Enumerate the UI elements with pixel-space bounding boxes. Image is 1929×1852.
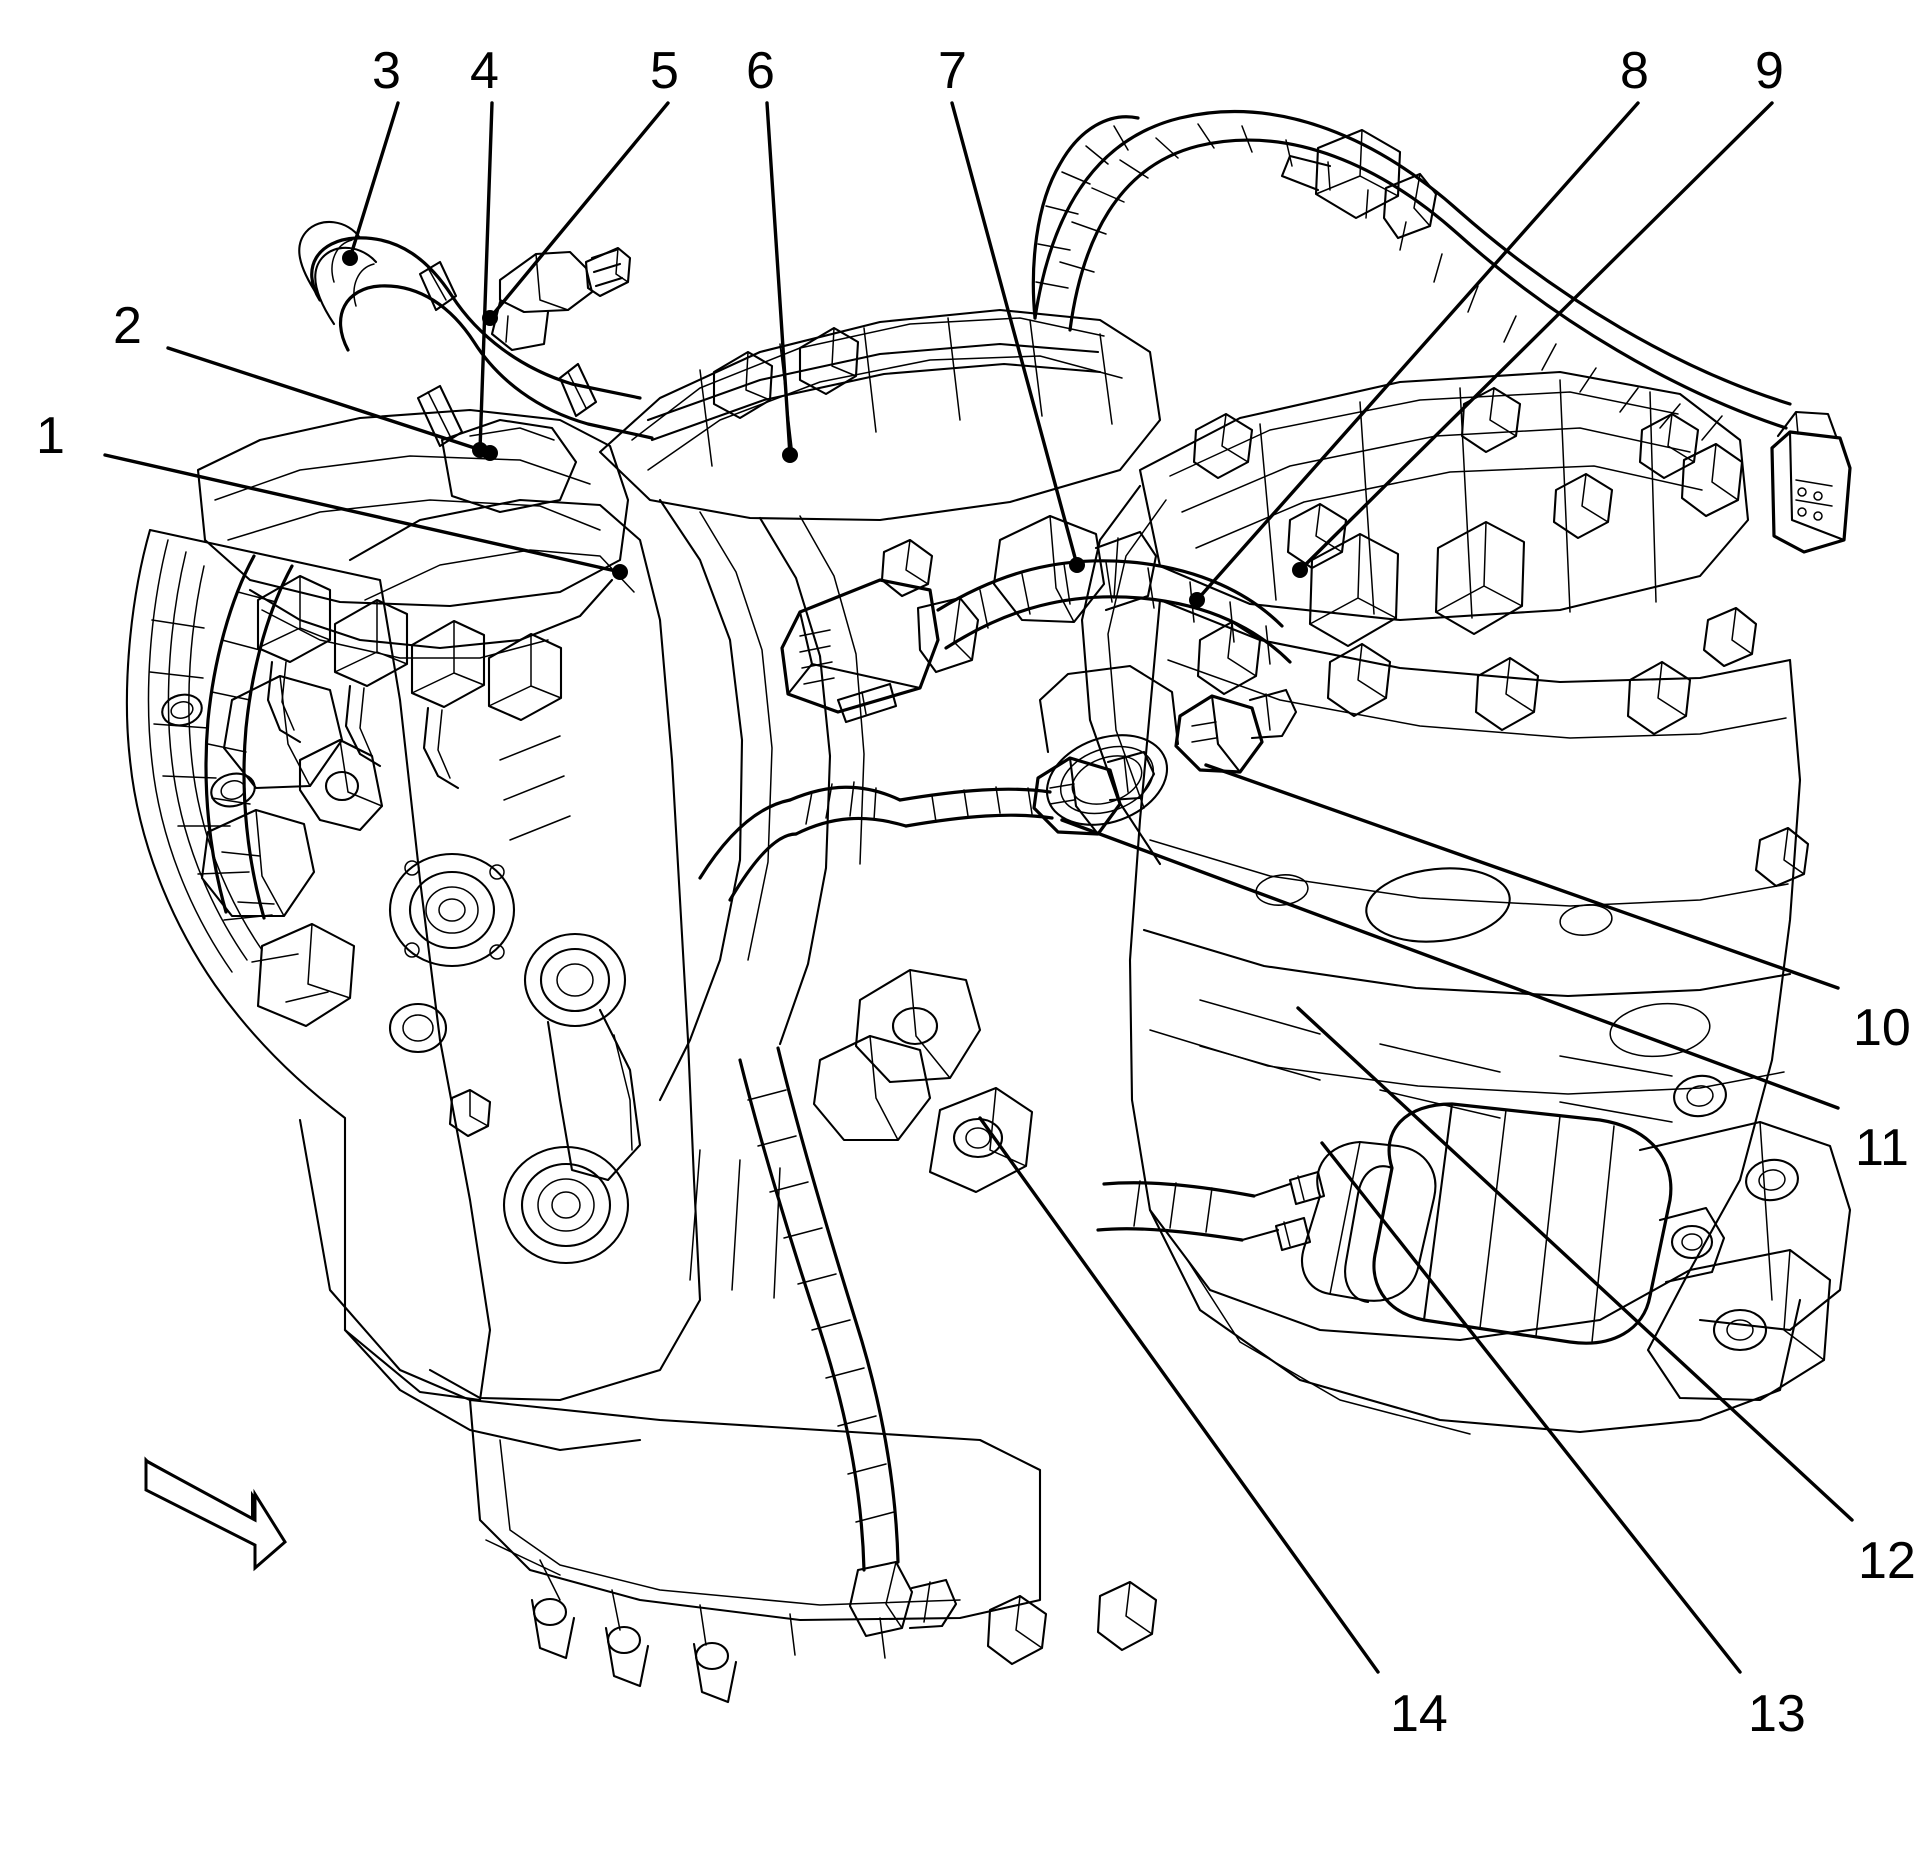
leader-line-1 xyxy=(103,453,622,574)
leader-line-3 xyxy=(348,101,400,260)
callout-number-13: 13 xyxy=(1748,1685,1806,1743)
callout-number-4: 4 xyxy=(470,42,499,100)
front-of-vehicle-arrow xyxy=(144,1456,287,1572)
leader-dot-8 xyxy=(1189,592,1205,608)
callout-number-11: 11 xyxy=(1855,1119,1909,1177)
harness-end-connector xyxy=(1770,410,1852,554)
leader-line-12 xyxy=(1296,1006,1854,1522)
callout-leader-lines xyxy=(103,101,1854,1674)
leader-line-10 xyxy=(1204,763,1840,990)
callout-number-9: 9 xyxy=(1755,42,1784,100)
leader-dot-1 xyxy=(612,564,628,580)
callout-number-5: 5 xyxy=(650,42,679,100)
leader-line-11 xyxy=(1060,818,1840,1110)
leader-dot-6 xyxy=(782,447,798,463)
leader-line-8 xyxy=(1195,101,1640,602)
callout-number-1: 1 xyxy=(36,407,65,465)
callout-number-7: 7 xyxy=(938,42,967,100)
knock-sensor xyxy=(1032,750,1156,836)
harness-retainer-clip xyxy=(1280,128,1438,240)
main-connector xyxy=(780,578,980,724)
leader-dot-4 xyxy=(472,442,488,458)
leader-dot-5 xyxy=(482,310,498,326)
camshaft-position-sensor xyxy=(1174,688,1298,774)
mid-block-detail xyxy=(812,968,1034,1194)
callout-number-8: 8 xyxy=(1620,42,1649,100)
callout-number-2: 2 xyxy=(113,297,142,355)
leader-line-4 xyxy=(478,101,494,452)
leader-dot-3 xyxy=(342,250,358,266)
leader-line-2 xyxy=(166,346,492,455)
leader-dot-7 xyxy=(1069,557,1085,573)
leader-line-14 xyxy=(978,1116,1380,1674)
left-block-detail xyxy=(200,674,356,1028)
leader-line-7 xyxy=(950,101,1079,567)
leader-line-13 xyxy=(1320,1141,1742,1674)
callout-number-3: 3 xyxy=(372,42,401,100)
leader-dot-9 xyxy=(1292,562,1308,578)
leader-line-9 xyxy=(1298,101,1774,572)
callout-number-10: 10 xyxy=(1853,999,1911,1057)
callout-number-12: 12 xyxy=(1858,1532,1916,1590)
callout-number-6: 6 xyxy=(746,42,775,100)
callout-number-14: 14 xyxy=(1390,1685,1448,1743)
ignition-coils-left xyxy=(256,574,563,722)
leader-line-6 xyxy=(765,101,792,457)
ignition-coils-right xyxy=(1308,520,1526,648)
engine-body-artwork xyxy=(125,110,1852,1704)
exhaust-studs-right xyxy=(1196,620,1692,736)
leader-line-5 xyxy=(488,101,670,320)
starter-motor xyxy=(1240,1102,1726,1345)
